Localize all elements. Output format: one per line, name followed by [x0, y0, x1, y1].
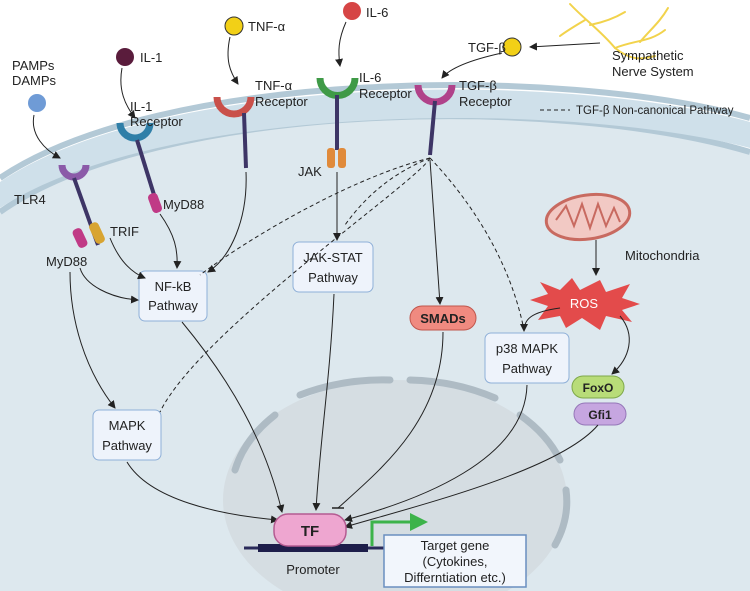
- jak-label: JAK: [298, 164, 322, 179]
- legend-noncanonical: TGF-β Non-canonical Pathway: [576, 105, 734, 117]
- tlr4-label: TLR4: [14, 192, 46, 207]
- jakstat-label-1: JAK-STAT: [303, 250, 363, 265]
- tgfb-receptor-icon: [414, 84, 456, 156]
- tnfa-receptor-label-2: Receptor: [255, 94, 308, 109]
- promoter-bar: [258, 544, 368, 552]
- ros-burst-icon: [530, 278, 640, 330]
- il1-receptor-icon: [116, 122, 157, 199]
- p38-pathway-box: p38 MAPK Pathway: [484, 332, 570, 384]
- mapk-label-1: MAPK: [109, 418, 146, 433]
- p38-label-2: Pathway: [502, 361, 552, 376]
- il1-receptor-label-1: IL-1: [130, 99, 152, 114]
- target-gene-box: Target gene (Cytokines, Differntiation e…: [383, 534, 527, 588]
- il6-ligand-label: IL-6: [366, 5, 388, 20]
- cell-membrane-outer: [0, 82, 750, 181]
- gfi1-badge: Gfi1: [573, 402, 627, 426]
- tgfb-receptor-label-1: TGF-β: [459, 78, 497, 93]
- nfkb-label-1: NF-kB: [155, 279, 192, 294]
- transcription-start-arrow-icon: [370, 513, 428, 546]
- nuclear-envelope: [231, 376, 571, 549]
- noncanonical-dashed-paths: [159, 157, 525, 413]
- il1-ligand-label: IL-1: [140, 50, 162, 65]
- sympathetic-to-tgfb-arrow: [529, 42, 601, 51]
- target-gene-label-2: (Cytokines,: [422, 554, 487, 569]
- tf-badge: TF: [273, 513, 347, 547]
- smads-badge: SMADs: [409, 305, 477, 331]
- pamps-label: PAMPs: [12, 58, 55, 73]
- sympathetic-nerve-icon: [559, 3, 669, 60]
- jakstat-pathway-box: JAK-STAT Pathway: [292, 241, 374, 293]
- myd88-il1-label: MyD88: [163, 197, 204, 212]
- mapk-pathway-box: MAPK Pathway: [92, 409, 162, 461]
- damps-label: DAMPs: [12, 73, 57, 88]
- promoter-label: Promoter: [286, 562, 340, 577]
- tnfa-ligand-label: TNF-α: [248, 19, 286, 34]
- cell-membrane-band: [0, 89, 750, 208]
- myd88-left-label: MyD88: [46, 254, 87, 269]
- smads-label: SMADs: [420, 311, 466, 326]
- foxo-badge: FoxO: [571, 375, 625, 399]
- il6-to-receptor-arrow: [335, 21, 347, 67]
- nfkb-pathway-box: NF-kB Pathway: [138, 270, 208, 322]
- jakstat-label-2: Pathway: [308, 270, 358, 285]
- jak-icon: [327, 148, 346, 168]
- il6-receptor-label-2: Receptor: [359, 86, 412, 101]
- trif-icon: [89, 222, 105, 244]
- pamps-to-tlr4-arrow: [32, 114, 61, 159]
- tnfa-receptor-label-1: TNF-α: [255, 78, 293, 93]
- target-gene-label-1: Target gene: [421, 538, 490, 553]
- gfi1-label: Gfi1: [588, 408, 612, 422]
- trif-label: TRIF: [110, 224, 139, 239]
- il6-receptor-label-1: IL-6: [359, 70, 381, 85]
- foxo-label: FoxO: [583, 381, 614, 395]
- myd88-tlr4-icon: [72, 228, 88, 248]
- il1-ligand-icon: [116, 48, 134, 66]
- tnfa-ligand-icon: [224, 16, 244, 36]
- pamps-ligand-icon: [28, 94, 46, 112]
- signal-arrows: [69, 159, 630, 529]
- target-gene-label-3: Differntiation etc.): [404, 570, 506, 585]
- tf-label: TF: [301, 523, 319, 540]
- sympathetic-label-1: Sympathetic: [612, 48, 684, 63]
- tgfb-receptor-label-2: Receptor: [459, 94, 512, 109]
- ros-label: ROS: [570, 296, 599, 311]
- il1-to-receptor-arrow: [120, 67, 136, 119]
- sympathetic-label-2: Nerve System: [612, 64, 694, 79]
- il6-ligand-icon: [343, 2, 361, 20]
- mitochondria-label: Mitochondria: [625, 248, 700, 263]
- il6-receptor-icon: [316, 77, 359, 150]
- nfkb-label-2: Pathway: [148, 298, 198, 313]
- tgfb-ligand-icon: [502, 37, 522, 57]
- myd88-il1-icon: [148, 193, 162, 213]
- tgfb-ligand-label: TGF-β: [468, 40, 506, 55]
- tnfa-to-receptor-arrow: [227, 36, 239, 85]
- mitochondria-icon: [544, 192, 632, 242]
- tnfa-receptor-icon: [213, 96, 255, 169]
- p38-label-1: p38 MAPK: [496, 341, 558, 356]
- il1-receptor-label-2: Receptor: [130, 114, 183, 129]
- mapk-label-2: Pathway: [102, 438, 152, 453]
- tgfb-to-receptor-arrow: [441, 52, 503, 79]
